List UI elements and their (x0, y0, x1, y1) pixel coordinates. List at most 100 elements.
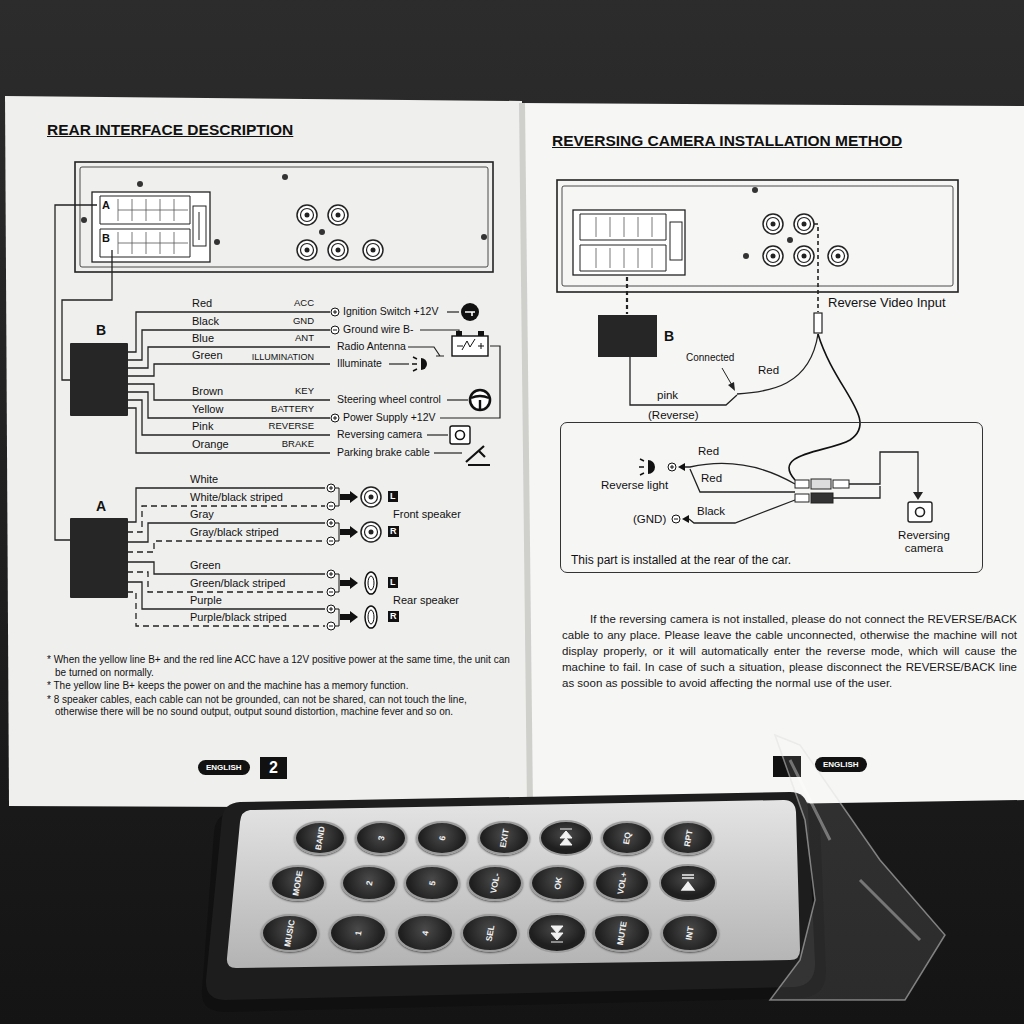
connector-letter: B (96, 322, 106, 338)
page-number-box: 2 (260, 757, 287, 779)
arrow-symbol (340, 491, 358, 623)
button-label: MODE (292, 870, 305, 897)
button-label: 4 (420, 930, 429, 936)
bulb-rays (412, 357, 417, 371)
button-label: EXIT (498, 828, 510, 848)
wire-color: White/black striped (190, 491, 283, 504)
striped-speaker-wires (127, 506, 325, 626)
heading: REAR INTERFACE DESCRIPTION (47, 121, 293, 139)
plug (795, 480, 809, 488)
badge-text: ENGLISH (823, 760, 859, 769)
wire-color: Red (701, 472, 722, 485)
pink-wire (630, 357, 737, 405)
remote-button (540, 821, 592, 855)
head-unit-outline (75, 162, 493, 272)
right-page (520, 103, 1024, 808)
wire-color: Pink (192, 420, 213, 433)
button-label: EQ (622, 831, 633, 845)
polarity-sign (329, 310, 678, 626)
channel-tag: R (388, 611, 399, 622)
destination-label: Parking brake cable (337, 446, 430, 458)
connector-latch (670, 222, 682, 260)
channel-tag: R (388, 526, 399, 537)
wire-color: Black (697, 505, 725, 518)
remote-button: MODE (270, 865, 326, 901)
leader-line (440, 346, 500, 418)
remote-button: MUSIC (261, 914, 319, 952)
remote-button: MUTE (593, 914, 651, 952)
channel-tag: L (388, 577, 398, 588)
button-label: 2 (364, 880, 373, 886)
rear-speaker-icon (365, 606, 377, 628)
rca-jack (763, 214, 783, 234)
signal-label: (Reverse) (648, 409, 698, 422)
rca-jack (794, 246, 814, 266)
rca-jack (828, 246, 848, 266)
note: * The yellow line B+ keeps the power on … (47, 680, 512, 693)
connector-blocks (580, 214, 666, 271)
red-wire (737, 334, 818, 394)
remote-button: BAND (294, 821, 346, 855)
arrowhead (913, 492, 923, 500)
next-icon (560, 829, 572, 845)
polarity-ring (327, 308, 680, 630)
parking-brake-icon (466, 446, 490, 465)
screw-dot (481, 234, 487, 240)
badge-text: ENGLISH (206, 763, 242, 772)
play-pause-icon (682, 875, 694, 890)
speaker-label: Front speaker (393, 508, 461, 521)
connector-slots (118, 199, 188, 254)
heading: REVERSING CAMERA INSTALLATION METHOD (552, 132, 902, 150)
wire-color: pink (657, 389, 678, 402)
button-label: RPT (682, 829, 693, 847)
signal-label: Connected (686, 352, 734, 364)
button-label: SEL (484, 924, 495, 942)
remote-button: 4 (396, 914, 454, 952)
red-wire (685, 463, 795, 492)
wire-color: Yellow (192, 403, 223, 416)
wire-color: Green (190, 559, 221, 572)
dashed-lead (814, 224, 818, 312)
remote-button: SEL (461, 914, 519, 952)
remote-button: 3 (355, 821, 407, 855)
screw-dot (319, 229, 325, 235)
remote-button: OK (530, 865, 586, 901)
rca-jack (328, 240, 348, 260)
leader-line (447, 311, 459, 312)
connector-block (598, 315, 657, 357)
note: * When the yellow line B+ and the red li… (47, 654, 512, 679)
video-cable (789, 334, 860, 480)
pair-bracket (335, 488, 339, 626)
camera-icon (908, 502, 932, 522)
rca-jack (297, 240, 317, 260)
harness-connector: B (598, 315, 677, 357)
left-page (5, 96, 530, 808)
steering-wheel-icon (470, 390, 490, 410)
remote-button: VOL+ (594, 865, 650, 901)
pin-function: BRAKE (282, 439, 314, 450)
connector-block (70, 518, 128, 598)
button-label: VOL- (489, 872, 501, 893)
plug (833, 480, 849, 488)
wire-color: Black (192, 315, 219, 328)
pin-function: ACC (294, 298, 314, 309)
rca-plug (814, 313, 822, 333)
steering-wheel-icon (471, 396, 489, 409)
destination-label: Ignition Switch +12V (343, 305, 438, 317)
rear-speaker-icon (368, 576, 374, 590)
leader-line (420, 330, 459, 333)
iso-connector (92, 192, 210, 262)
destination-label: Ground wire B- (343, 323, 414, 335)
connector-latch (199, 212, 200, 240)
front-speaker-icon (361, 522, 381, 542)
plastic-bag (770, 735, 945, 1000)
ignition-key-icon (465, 312, 475, 316)
camera-lens (916, 508, 925, 517)
wire-color: Red (758, 364, 779, 377)
remote-button: EXIT (478, 821, 530, 855)
signal-label: (GND) (633, 513, 666, 526)
plug (795, 494, 809, 502)
speaker-label: Rear speaker (393, 594, 459, 607)
wire-color: Purple/black striped (190, 611, 287, 624)
